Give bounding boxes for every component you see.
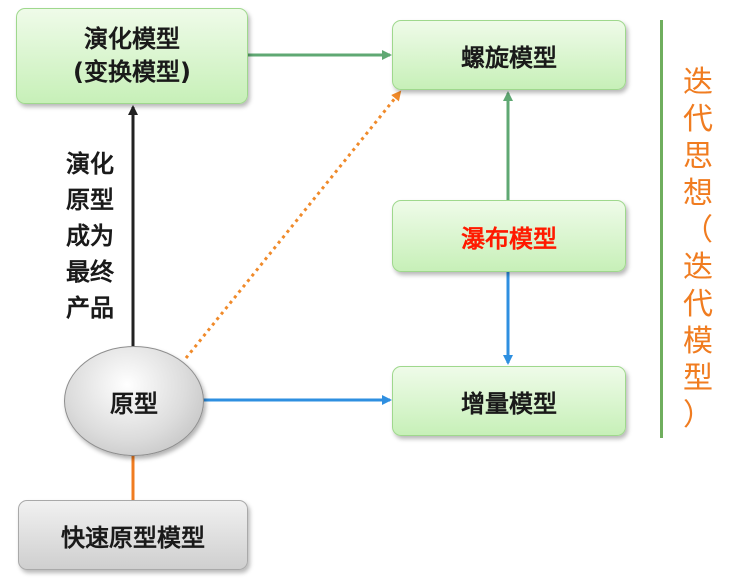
iteration-label-char: 模: [683, 324, 713, 359]
iteration-label-char: 代: [683, 102, 713, 137]
iteration-divider-line: [660, 20, 663, 438]
iteration-label-char: ）: [683, 398, 713, 433]
iteration-label-char: 型: [683, 361, 713, 396]
iteration-label-char: （: [683, 213, 713, 248]
rapid-prototype-label: 快速原型模型: [61, 523, 205, 552]
spiral-model-node: 螺旋模型: [392, 20, 626, 90]
edge-label-line: 演化: [66, 150, 114, 178]
iteration-label-char: 迭: [683, 65, 713, 100]
incremental-model-node: 增量模型: [392, 366, 626, 436]
spiral-model-label: 螺旋模型: [461, 43, 557, 72]
edge-label-line: 产品: [66, 294, 114, 322]
incremental-model-label: 增量模型: [461, 389, 557, 418]
evolutionary-model-sublabel: (变换模型): [73, 58, 191, 86]
iteration-label-char: 思: [683, 139, 713, 174]
arrow-prototype-to-spiral: [184, 90, 402, 359]
evolutionary-model-label: 演化模型: [84, 25, 180, 53]
waterfall-model-node: 瀑布模型: [392, 200, 626, 272]
prototype-label: 原型: [110, 389, 158, 418]
rapid-prototype-node: 快速原型模型: [18, 500, 248, 570]
iteration-label-char: 代: [683, 287, 713, 322]
edge-label-prototype-to-evolutionary: 演化 原型 成为 最终 产品: [54, 146, 126, 326]
edge-label-line: 成为: [66, 222, 114, 250]
edge-label-line: 原型: [66, 186, 114, 214]
edge-label-line: 最终: [66, 258, 114, 286]
iteration-label-char: 迭: [683, 250, 713, 285]
waterfall-model-label: 瀑布模型: [461, 224, 557, 253]
evolutionary-model-node: 演化模型 (变换模型): [16, 8, 248, 104]
prototype-node: 原型: [64, 346, 204, 456]
iteration-label-char: 想: [683, 176, 713, 211]
iteration-thinking-label: 迭 代 思 想 （ 迭 代 模 型 ）: [678, 64, 718, 434]
